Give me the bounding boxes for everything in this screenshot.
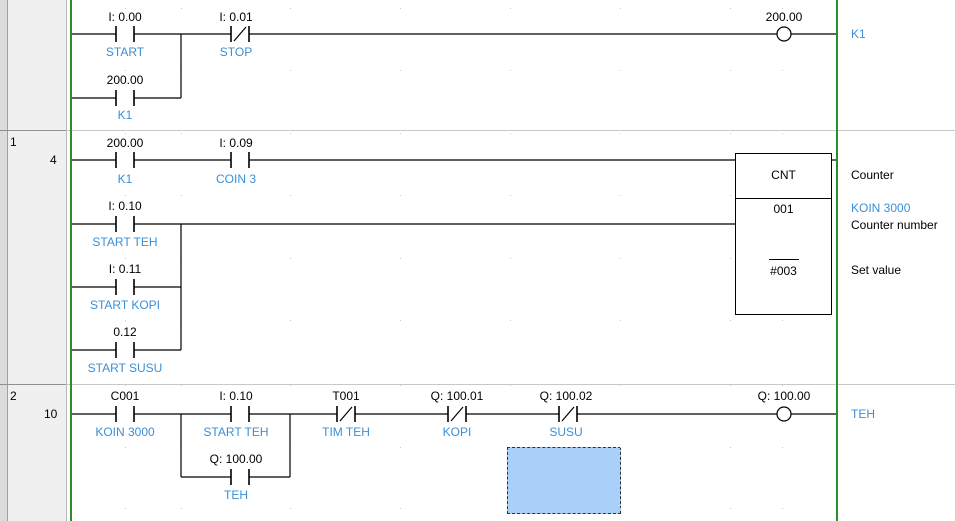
no-contact-teh[interactable] [230,469,250,485]
nc-contact-susu[interactable] [558,406,578,422]
contact-address: T001 [332,389,360,403]
coil-symbol: TEH [851,407,875,421]
no-contact-coin-3[interactable] [230,152,250,168]
wires [72,33,836,478]
contact-symbol: START TEH [92,235,158,249]
contact-address: Q: 100.00 [209,452,263,466]
counter-label-number: Counter number [851,218,938,232]
contact-address: Q: 100.02 [539,389,593,403]
contact-address: I: 0.10 [219,389,253,403]
contact-address: I: 0.11 [108,262,142,276]
coil-symbol: K1 [851,27,866,41]
contact-symbol: START KOPI [89,298,161,312]
counter-label-set: Set value [851,263,902,277]
gutter-separator [66,0,67,521]
contact-symbol: K1 [117,172,133,186]
coil-k1[interactable] [776,26,792,42]
contact-address: 0.12 [113,325,137,339]
nc-contact-stop[interactable] [230,26,250,42]
rung-index: 2 [10,389,17,403]
contact-symbol: COIN 3 [215,172,257,186]
contact-address: 200.00 [106,73,144,87]
rung-step: 10 [44,407,58,421]
counter-title: CNT [771,168,796,182]
contact-symbol: START TEH [203,425,269,439]
contact-address: I: 0.09 [219,136,253,150]
no-contact-start-susu[interactable] [115,342,135,358]
nc-contact-kopi[interactable] [447,406,467,422]
contact-symbol: STOP [219,45,253,59]
contact-symbol: K1 [117,108,133,122]
left-power-rail [70,0,72,521]
selection-cursor[interactable] [507,447,621,514]
coil-teh[interactable] [776,406,792,422]
counter-divider [736,198,831,199]
contact-address: I: 0.00 [108,10,142,24]
no-contact-start-kopi[interactable] [115,279,135,295]
contact-symbol: TIM TEH [322,425,370,439]
contact-symbol: START [105,45,145,59]
counter-set-value: #003 [770,264,797,278]
no-contact-start-teh[interactable] [230,406,250,422]
counter-label-type: Counter [851,168,894,182]
contact-symbol: TEH [224,488,248,502]
rung-gutter [0,0,66,521]
contact-address: I: 0.10 [108,199,142,213]
rung-separator [0,384,955,385]
contact-symbol: KOIN 3000 [95,425,155,439]
contact-address: Q: 100.01 [430,389,484,403]
contact-address: 200.00 [106,136,144,150]
set-value-overbar [769,259,799,260]
rung-separator [0,130,955,131]
rung-separator-gutter [0,130,66,131]
contact-symbols [115,26,578,485]
no-contact-start-teh[interactable] [115,216,135,232]
contact-address: C001 [110,389,140,403]
counter-number: 001 [773,202,794,216]
counter-label-name: KOIN 3000 [851,201,911,215]
coils [776,26,792,422]
contact-symbol: KOPI [442,425,472,439]
rung-index: 1 [10,135,17,149]
no-contact-k1[interactable] [115,152,135,168]
rung-step: 4 [50,153,57,167]
coil-address: 200.00 [765,10,803,24]
gutter-edge [0,0,8,521]
rung-separator-gutter [0,384,66,385]
nc-contact-tim-teh[interactable] [336,406,356,422]
counter-block[interactable]: CNT 001 #003 [735,153,832,315]
coil-address: Q: 100.00 [757,389,811,403]
right-power-rail [836,0,838,521]
contact-symbol: SUSU [549,425,583,439]
no-contact-k1[interactable] [115,90,135,106]
contact-address: I: 0.01 [219,10,253,24]
no-contact-koin-3000[interactable] [115,406,135,422]
contact-symbol: START SUSU [87,361,163,375]
no-contact-start[interactable] [115,26,135,42]
